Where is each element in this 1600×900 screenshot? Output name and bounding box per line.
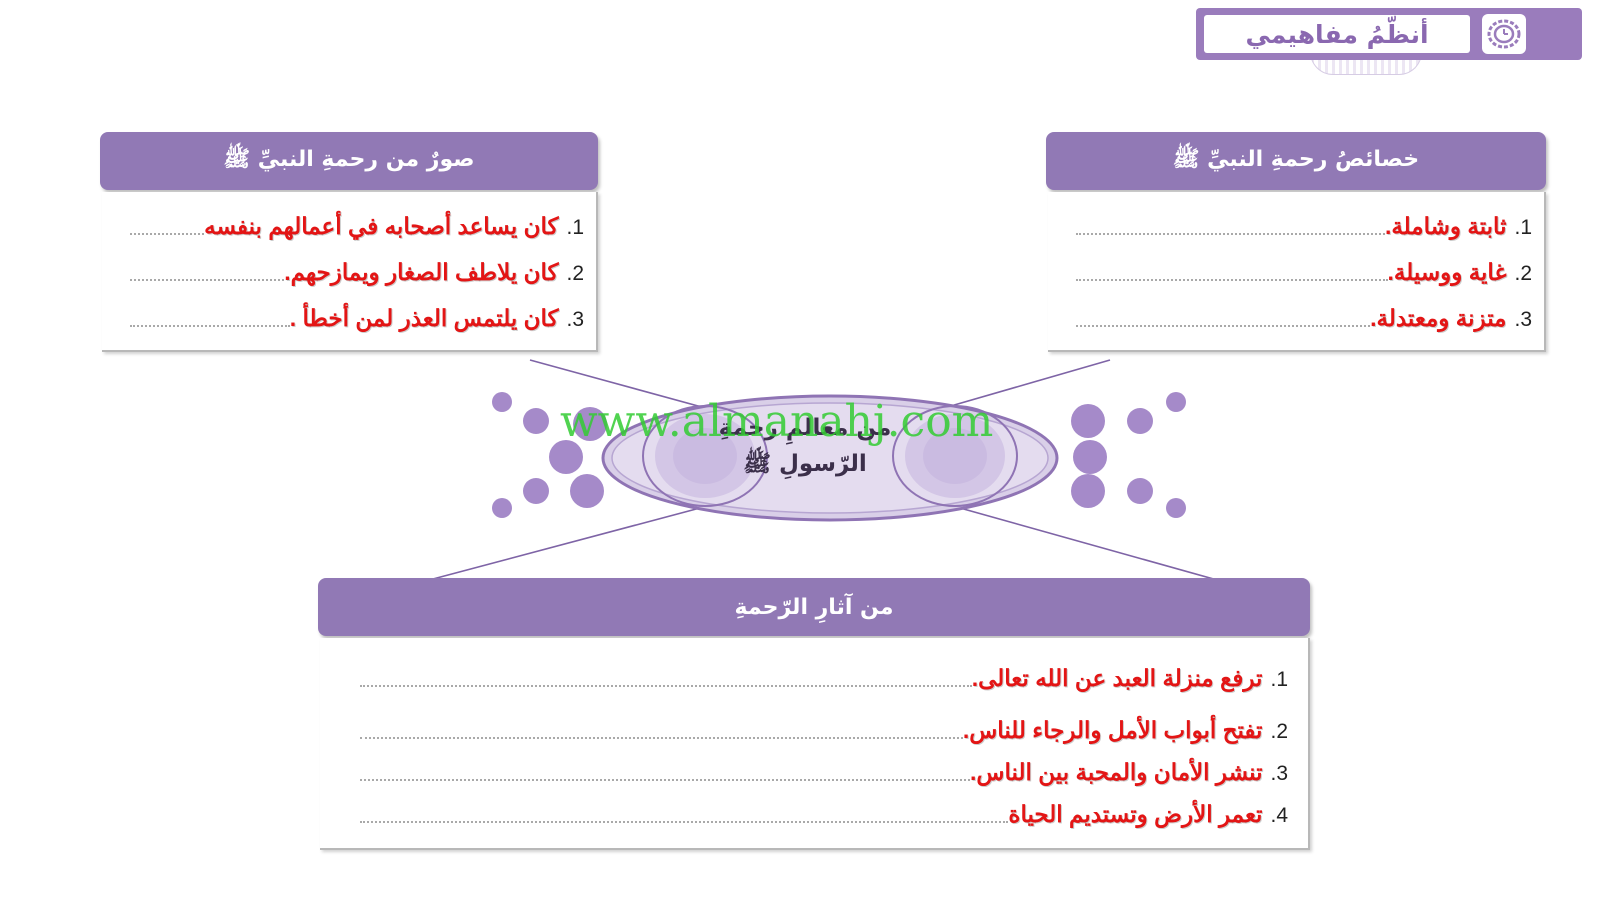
- item-answer: ثابتة وشاملة.: [1384, 213, 1507, 239]
- answer-line: [130, 233, 205, 235]
- mercy-characteristics-box: خصائصُ رحمةِ النبيِّ ﷺ 1. ثابتة وشاملة. …: [1046, 132, 1546, 352]
- answer-line: [130, 279, 285, 281]
- list-item: 3. متزنة ومعتدلة.: [1076, 296, 1532, 332]
- center-topic-line1: من معالمِ رحمةِ: [718, 415, 892, 441]
- item-answer: تنشر الأمان والمحبة بين الناس.: [970, 759, 1263, 785]
- mercy-characteristics-list: 1. ثابتة وشاملة. 2. غاية ووسيلة. 3. متزن…: [1048, 192, 1546, 352]
- item-number: 1.: [566, 216, 584, 239]
- item-answer: تعمر الأرض وتستديم الحياة: [1008, 801, 1263, 827]
- list-item: 1. كان يساعد أصحابه في أعمالهم بنفسه: [130, 204, 584, 240]
- answer-line: [360, 821, 1009, 823]
- list-item: 2. غاية ووسيلة.: [1076, 250, 1532, 286]
- item-number: 2.: [1514, 262, 1532, 285]
- answer-line: [1076, 325, 1371, 327]
- item-number: 2.: [1270, 720, 1288, 743]
- images-of-mercy-list: 1. كان يساعد أصحابه في أعمالهم بنفسه 2. …: [102, 192, 598, 352]
- images-of-mercy-box: صورٌ من رحمةِ النبيِّ ﷺ 1. كان يساعد أصح…: [100, 132, 598, 352]
- effects-of-mercy-box: من آثارِ الرّحمةِ 1. ترفع منزلة العبد عن…: [318, 578, 1310, 850]
- answer-line: [1076, 233, 1385, 235]
- center-topic-line2: الرّسولِ ﷺ: [743, 451, 867, 477]
- images-of-mercy-title: صورٌ من رحمةِ النبيِّ ﷺ: [100, 132, 598, 190]
- item-number: 3.: [1270, 762, 1288, 785]
- item-answer: كان يلتمس العذر لمن أخطأ .: [289, 305, 559, 331]
- item-number: 2.: [566, 262, 584, 285]
- answer-line: [1076, 279, 1388, 281]
- answer-line: [360, 737, 963, 739]
- answer-line: [360, 779, 971, 781]
- watermark-text: www.almanahj.com: [560, 396, 994, 447]
- item-answer: كان يساعد أصحابه في أعمالهم بنفسه: [204, 213, 559, 239]
- item-number: 3.: [566, 308, 584, 331]
- section-badge: أنظّمُ مفاهيمي: [1196, 8, 1582, 60]
- list-item: 2. تفتح أبواب الأمل والرجاء للناس.: [360, 708, 1288, 744]
- item-number: 4.: [1270, 804, 1288, 827]
- list-item: 1. ثابتة وشاملة.: [1076, 204, 1532, 240]
- effects-of-mercy-title: من آثارِ الرّحمةِ: [318, 578, 1310, 636]
- list-item: 3. تنشر الأمان والمحبة بين الناس.: [360, 750, 1288, 786]
- center-topic: من معالمِ رحمةِ الرّسولِ ﷺ: [690, 410, 920, 490]
- list-item: 4. تعمر الأرض وتستديم الحياة: [360, 792, 1288, 828]
- item-number: 1.: [1270, 668, 1288, 691]
- item-number: 1.: [1514, 216, 1532, 239]
- answer-line: [130, 325, 290, 327]
- decorative-dots: [492, 392, 1186, 518]
- item-number: 3.: [1514, 308, 1532, 331]
- effects-of-mercy-list: 1. ترفع منزلة العبد عن الله تعالى. 2. تف…: [320, 638, 1310, 850]
- section-badge-title: أنظّمُ مفاهيمي: [1204, 15, 1470, 53]
- list-item: 2. كان يلاطف الصغار ويمازحهم.: [130, 250, 584, 286]
- item-answer: غاية ووسيلة.: [1387, 259, 1507, 285]
- mercy-characteristics-title: خصائصُ رحمةِ النبيِّ ﷺ: [1046, 132, 1546, 190]
- list-item: 1. ترفع منزلة العبد عن الله تعالى.: [360, 656, 1288, 692]
- item-answer: متزنة ومعتدلة.: [1370, 305, 1507, 331]
- answer-line: [360, 685, 972, 687]
- item-answer: تفتح أبواب الأمل والرجاء للناس.: [962, 717, 1263, 743]
- clock-badge-icon: [1482, 14, 1526, 54]
- item-answer: كان يلاطف الصغار ويمازحهم.: [284, 259, 559, 285]
- list-item: 3. كان يلتمس العذر لمن أخطأ .: [130, 296, 584, 332]
- item-answer: ترفع منزلة العبد عن الله تعالى.: [971, 665, 1263, 691]
